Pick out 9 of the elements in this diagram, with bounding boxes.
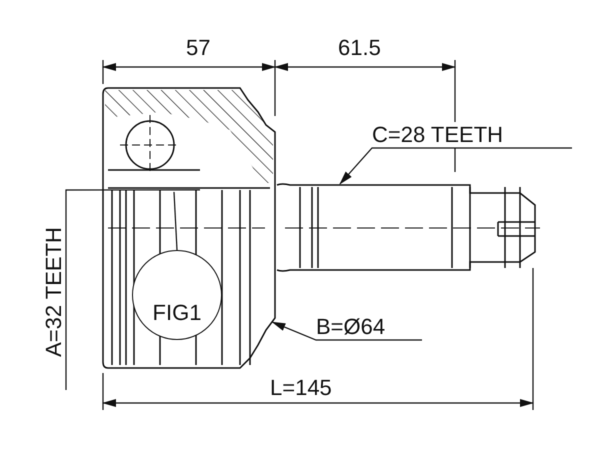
dimension-label: 57 — [186, 36, 210, 60]
dimension-label: L=145 — [270, 376, 332, 400]
dimension-label: 61.5 — [338, 36, 381, 60]
leader-line — [65, 189, 200, 390]
leader-line — [339, 147, 572, 185]
detail-label: FIG1 — [152, 301, 202, 325]
leader-line — [271, 322, 422, 341]
joint-housing — [103, 88, 275, 368]
leader-line — [173, 192, 178, 250]
